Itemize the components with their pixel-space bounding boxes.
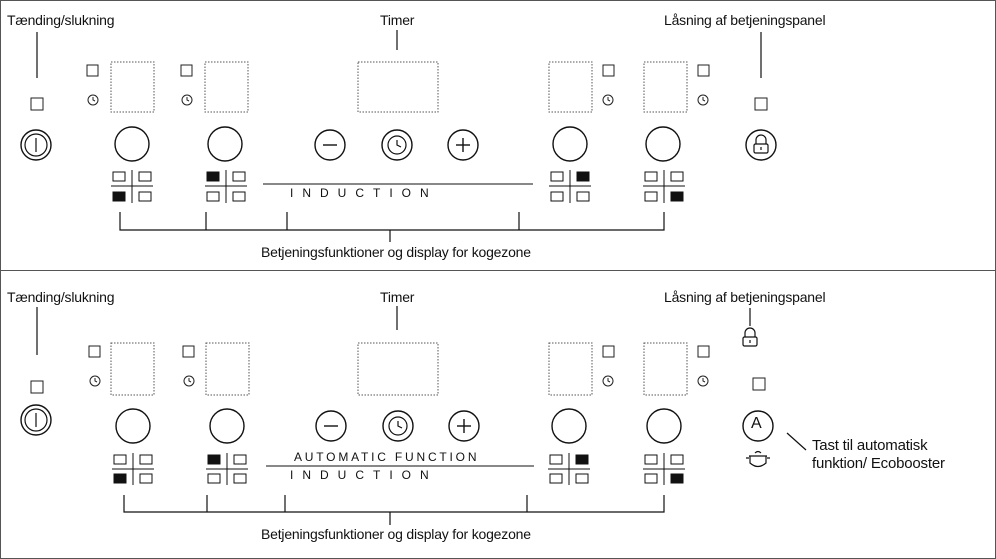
label-lock: Låsning af betjeningspanel	[664, 289, 826, 305]
power-icon	[24, 408, 48, 432]
timer-icon	[387, 135, 407, 155]
zone-3-position-icon	[549, 170, 591, 203]
label-auto-key-1: Tast til automatisk	[812, 437, 928, 454]
label-auto-key-2: funktion/ Ecobooster	[812, 455, 945, 472]
zone-4-display	[643, 61, 688, 113]
clock-icon	[183, 375, 195, 387]
zone-4-display	[643, 342, 688, 396]
zone-1-display	[110, 61, 155, 113]
pot-icon	[746, 450, 770, 468]
zone-2-button[interactable]	[209, 408, 245, 444]
label-zones: Betjeningsfunktioner og display for koge…	[261, 244, 531, 260]
lock-indicator	[752, 377, 766, 391]
zone-2-position-icon	[205, 170, 247, 203]
lock-button[interactable]	[745, 129, 777, 161]
zone-3-button[interactable]	[551, 408, 587, 444]
plus-icon	[457, 419, 471, 433]
power-icon	[24, 133, 48, 157]
zone-4-indicator	[697, 64, 710, 77]
timer-display	[357, 342, 439, 396]
zone-2-button[interactable]	[207, 126, 243, 162]
panel-bottom	[20, 306, 807, 525]
lock-indicator	[754, 97, 768, 111]
zone-1-position-icon	[111, 170, 153, 203]
zone-4-button[interactable]	[645, 126, 681, 162]
zone-2-display	[205, 342, 250, 396]
clock-icon	[602, 375, 614, 387]
timer-display	[357, 61, 439, 113]
label-power: Tænding/slukning	[7, 12, 115, 28]
lock-icon	[753, 134, 769, 154]
label-zones: Betjeningsfunktioner og display for koge…	[261, 526, 531, 542]
zones-bracket	[119, 212, 665, 242]
clock-icon	[89, 375, 101, 387]
zone-2-display	[204, 61, 249, 113]
zone-4-indicator	[697, 345, 710, 358]
power-indicator	[30, 97, 44, 111]
zone-3-indicator	[602, 64, 615, 77]
zone-3-indicator	[602, 345, 615, 358]
clock-icon	[181, 94, 193, 106]
lock-icon	[742, 327, 758, 347]
band-label: INDUCTION	[290, 186, 438, 200]
timer-icon	[388, 416, 408, 436]
zone-1-button[interactable]	[115, 408, 151, 444]
zone-3-display	[548, 342, 593, 396]
zone-4-position-icon	[643, 453, 685, 485]
band-label: INDUCTION	[290, 468, 438, 482]
zone-1-display	[110, 342, 155, 396]
band-label-auto: AUTOMATIC FUNCTION	[294, 450, 480, 464]
power-indicator	[30, 380, 44, 394]
zones-bracket	[123, 495, 665, 525]
plus-icon	[456, 138, 470, 152]
clock-icon	[602, 94, 614, 106]
zone-3-display	[548, 61, 593, 113]
zone-1-button[interactable]	[114, 126, 150, 162]
zone-4-button[interactable]	[646, 408, 682, 444]
auto-function-button[interactable]	[742, 410, 774, 442]
auto-key-letter: A	[751, 415, 762, 432]
clock-icon	[697, 375, 709, 387]
clock-icon	[697, 94, 709, 106]
zone-4-position-icon	[643, 170, 685, 203]
panel-top	[20, 30, 777, 242]
auto-key-leader	[786, 432, 807, 451]
zone-1-position-icon	[112, 453, 154, 485]
zone-2-indicator	[182, 345, 195, 358]
zone-3-button[interactable]	[552, 126, 588, 162]
clock-icon	[87, 94, 99, 106]
label-timer: Timer	[380, 12, 415, 28]
power-button[interactable]	[20, 404, 52, 436]
zone-2-position-icon	[206, 453, 248, 485]
timer-button[interactable]	[381, 129, 413, 161]
zone-1-indicator	[88, 345, 101, 358]
plus-button[interactable]	[448, 410, 480, 442]
timer-button[interactable]	[382, 410, 414, 442]
plus-button[interactable]	[447, 129, 479, 161]
zone-3-position-icon	[548, 453, 590, 485]
minus-button[interactable]	[315, 410, 347, 442]
zone-1-indicator	[86, 64, 99, 77]
zone-2-indicator	[180, 64, 193, 77]
power-button[interactable]	[20, 129, 52, 161]
label-timer: Timer	[380, 289, 415, 305]
label-lock: Låsning af betjeningspanel	[664, 12, 826, 28]
label-power: Tænding/slukning	[7, 289, 115, 305]
minus-button[interactable]	[314, 129, 346, 161]
